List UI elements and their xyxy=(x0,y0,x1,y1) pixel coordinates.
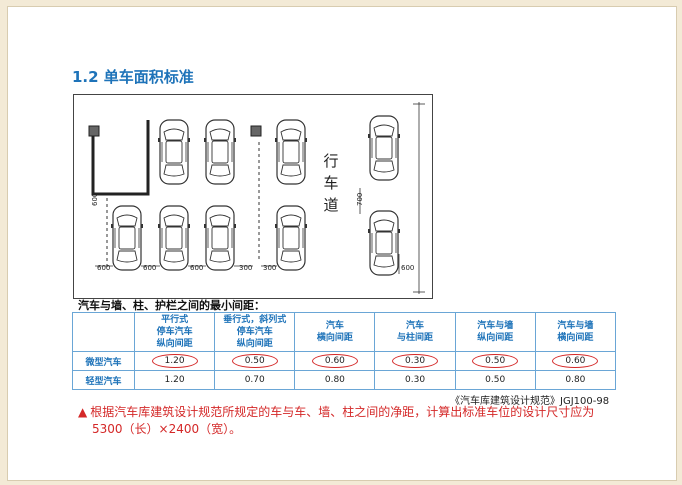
triangle-icon: ▲ xyxy=(78,405,88,419)
dim-600-mid1: 600 xyxy=(143,264,156,272)
table-caption: 汽车与墙、柱、护栏之间的最小间距： xyxy=(78,299,265,312)
column xyxy=(88,125,100,137)
table-cell: 1.20 xyxy=(133,351,216,371)
table-header: 平行式停车汽车纵向间距 xyxy=(133,312,216,352)
wall xyxy=(91,120,150,196)
dim-700: 700 xyxy=(356,193,364,206)
table-cell: 0.70 xyxy=(214,370,296,390)
table-row: 微型汽车 1.20 0.50 0.60 0.30 0.50 0.60 xyxy=(72,351,617,371)
table-cell: 0.30 xyxy=(374,370,456,390)
table-cell: 1.20 xyxy=(133,370,216,390)
table-header: 垂行式，斜列式停车汽车纵向间距 xyxy=(214,312,296,352)
row-label: 微型汽车 xyxy=(72,351,135,371)
highlighted-value: 1.20 xyxy=(151,354,198,368)
parked-car xyxy=(367,210,401,276)
aisle-label-2: 车 xyxy=(323,174,338,192)
table-cell: 0.50 xyxy=(454,351,536,371)
table-cell: 0.30 xyxy=(374,351,456,371)
table-header: 汽车与墙横向间距 xyxy=(534,312,617,352)
aisle-label-3: 道 xyxy=(323,196,338,214)
table-cell: 0.60 xyxy=(534,351,617,371)
dim-300-a: 300 xyxy=(239,264,252,272)
dim-600-side: 600 xyxy=(91,193,99,206)
parking-diagram: 行 车 道 600 600 600 300 300 700 600 600 xyxy=(73,94,433,299)
highlighted-value: 0.60 xyxy=(552,354,599,368)
table-cell: 0.60 xyxy=(294,351,376,371)
dim-600-left: 600 xyxy=(97,264,110,272)
parked-car xyxy=(203,119,237,185)
note-line-2: 5300（长）×2400（宽）。 xyxy=(92,422,242,436)
table-header-row: 平行式停车汽车纵向间距 垂行式，斜列式停车汽车纵向间距 汽车横向间距 汽车与柱间… xyxy=(72,312,617,352)
clearance-table: 平行式停车汽车纵向间距 垂行式，斜列式停车汽车纵向间距 汽车横向间距 汽车与柱间… xyxy=(72,312,617,390)
parked-car xyxy=(274,119,308,185)
highlighted-value: 0.50 xyxy=(472,354,519,368)
table-row: 轻型汽车 1.20 0.70 0.80 0.30 0.50 0.80 xyxy=(72,370,617,390)
table-header: 汽车与柱间距 xyxy=(374,312,456,352)
highlighted-value: 0.50 xyxy=(231,354,278,368)
table-header: 汽车横向间距 xyxy=(294,312,376,352)
dim-600-right: 600 xyxy=(401,264,414,272)
parked-car xyxy=(157,119,191,185)
parked-car xyxy=(203,205,237,271)
parked-car xyxy=(274,205,308,271)
dim-600-mid2: 600 xyxy=(190,264,203,272)
aisle-label-1: 行 xyxy=(323,152,338,170)
table-cell: 0.80 xyxy=(534,370,617,390)
highlighted-value: 0.60 xyxy=(311,354,358,368)
note-line-1: 根据汽车库建筑设计规范所规定的车与车、墙、柱之间的净距，计算出标准车位的设计尺寸… xyxy=(90,405,595,419)
table-cell: 0.80 xyxy=(294,370,376,390)
column xyxy=(250,125,262,137)
table-cell: 0.50 xyxy=(214,351,296,371)
highlighted-value: 0.30 xyxy=(392,354,439,368)
source-citation: 《汽车库建筑设计规范》JGJ100-98 xyxy=(450,396,610,407)
table-header xyxy=(72,312,135,352)
parked-car xyxy=(157,205,191,271)
dim-300-b: 300 xyxy=(263,264,276,272)
table-header: 汽车与墙纵向间距 xyxy=(454,312,536,352)
row-label: 轻型汽车 xyxy=(72,370,135,390)
slide-title: 1.2 单车面积标准 xyxy=(72,68,194,86)
parked-car xyxy=(110,205,144,271)
parked-car xyxy=(367,115,401,181)
conclusion-note: ▲根据汽车库建筑设计规范所规定的车与车、墙、柱之间的净距，计算出标准车位的设计尺… xyxy=(78,404,618,438)
table-cell: 0.50 xyxy=(454,370,536,390)
